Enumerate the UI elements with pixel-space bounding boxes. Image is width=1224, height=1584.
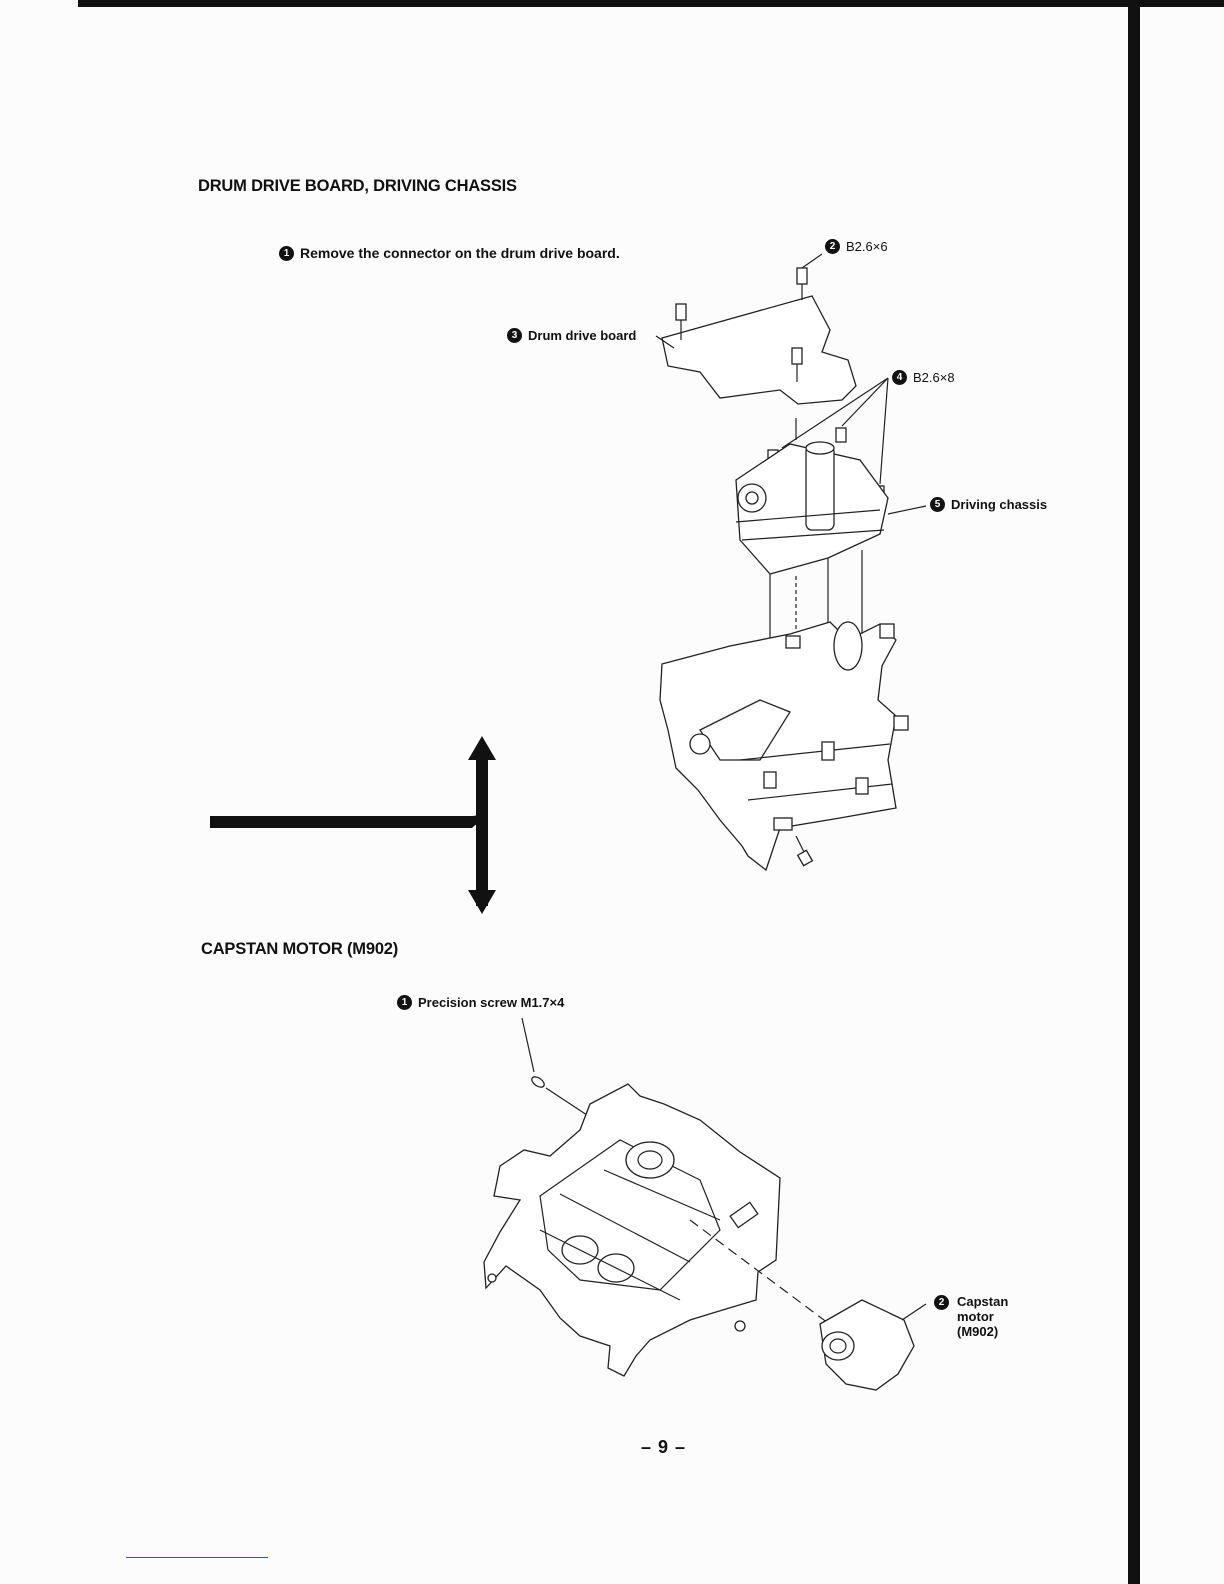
footer-rule bbox=[126, 1557, 268, 1558]
page-number: – 9 – bbox=[641, 1437, 686, 1458]
